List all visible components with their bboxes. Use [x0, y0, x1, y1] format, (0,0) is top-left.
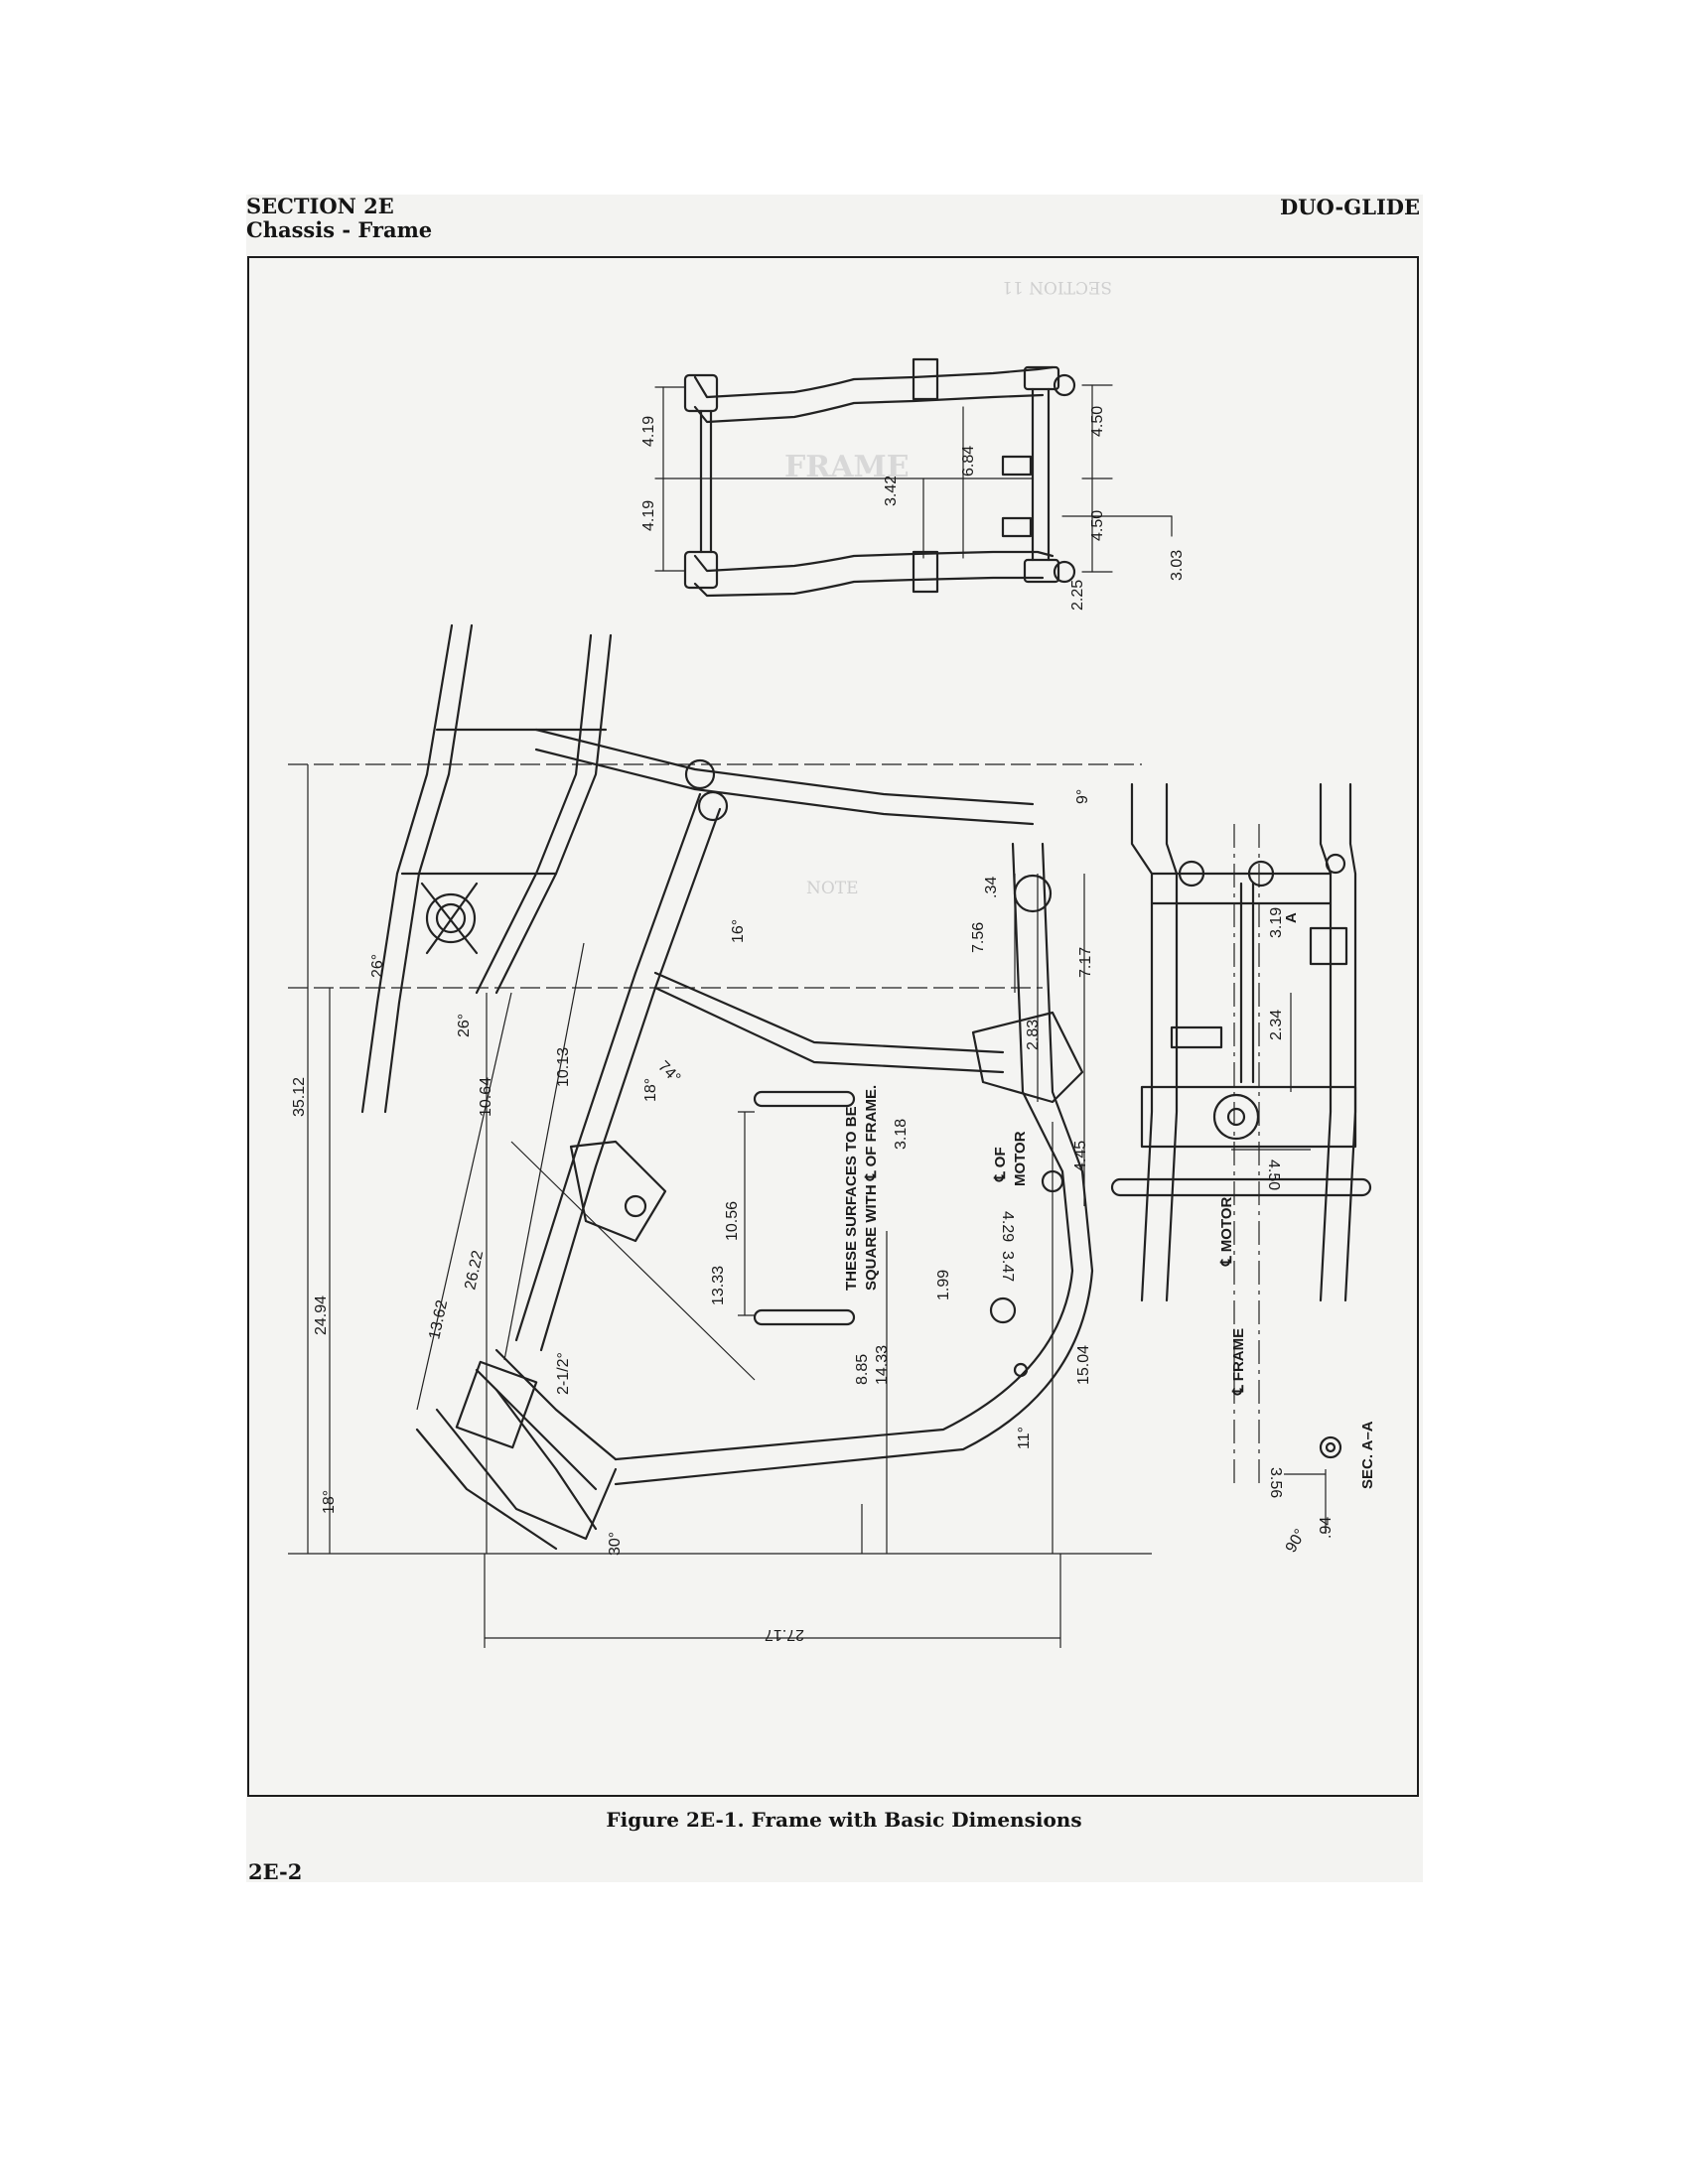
figure-border: [247, 256, 1419, 1797]
dim-4-50-side: 4.50: [1265, 1160, 1282, 1190]
dim-3-18: 3.18: [893, 1119, 910, 1150]
dim-10-64: 10.64: [478, 1077, 494, 1117]
dimension-lines: [288, 763, 1327, 1648]
angle-16: 16°: [730, 919, 747, 943]
section-a-a-label: SEC. A–A: [1359, 1421, 1376, 1489]
top-view: [683, 357, 1076, 598]
page-number: 2E-2: [248, 1859, 303, 1884]
dim-094: .94: [1318, 1517, 1335, 1539]
dim-4-19-b: 4.19: [640, 500, 657, 531]
dim-3-47: 3.47: [999, 1251, 1016, 1282]
dimension-labels: 4.19 4.19 6.84 3.42 4.50 4.50 3.03 2.25 …: [291, 406, 1376, 1643]
dim-15-04: 15.04: [1075, 1345, 1092, 1385]
section-marker-a: A: [1283, 912, 1300, 923]
dim-26-22: 26.22: [462, 1249, 487, 1292]
dim-14-33: 14.33: [874, 1345, 891, 1385]
ghost-section: SECTION 11: [1002, 277, 1112, 297]
dim-3-42: 3.42: [883, 476, 900, 506]
dim-35-12: 35.12: [291, 1077, 308, 1117]
dim-13-62: 13.62: [426, 1298, 451, 1341]
figure-caption: Figure 2E-1. Frame with Basic Dimensions: [606, 1808, 1082, 1832]
angle-11: 11°: [1016, 1427, 1033, 1449]
ghost-frame-title: FRAME: [784, 450, 910, 484]
motor-centerline-label-1: ℄ OF: [992, 1147, 1009, 1182]
dim-4-50-a: 4.50: [1089, 406, 1106, 437]
dim-3-19: 3.19: [1268, 907, 1285, 938]
dim-10-56: 10.56: [724, 1201, 741, 1241]
dim-8-85: 8.85: [854, 1354, 871, 1385]
bleed-through: FRAME SECTION 11 NOTE: [784, 277, 1112, 898]
frame-centerline: ℄ FRAME: [1230, 1328, 1247, 1396]
dim-4-50-b: 4.50: [1089, 510, 1106, 541]
dim-3-56: 3.56: [1267, 1467, 1284, 1498]
dim-4-29: 4.29: [999, 1211, 1016, 1242]
rear-view: [1110, 782, 1372, 1459]
motor-centerline-label-2: MOTOR: [1012, 1131, 1029, 1186]
angle-26-a: 26°: [369, 954, 386, 978]
dim-13-33: 13.33: [710, 1266, 727, 1305]
dim-2-34: 2.34: [1268, 1010, 1285, 1040]
angle-18-b: 18°: [642, 1078, 659, 1102]
dim-2-25: 2.25: [1069, 580, 1086, 611]
ghost-note: NOTE: [806, 879, 859, 898]
dim-7-17: 7.17: [1077, 947, 1094, 978]
dim-6-84: 6.84: [960, 446, 977, 477]
dim-3-03: 3.03: [1169, 550, 1186, 581]
dim-4-45: 4.45: [1072, 1141, 1089, 1171]
dim-2-83: 2.83: [1025, 1020, 1042, 1050]
dim-7-56: 7.56: [970, 922, 987, 953]
section-header: SECTION 2E Chassis - Frame: [246, 195, 432, 242]
angle-9: 9°: [1074, 789, 1091, 804]
dim-10-13: 10.13: [555, 1047, 572, 1087]
note-surfaces-line-2: SQUARE WITH ℄ OF FRAME.: [863, 1085, 880, 1291]
angle-30: 30°: [607, 1532, 624, 1556]
note-surfaces-line-1: THESE SURFACES TO BE: [843, 1106, 860, 1291]
dim-27-17: 27.17: [765, 1626, 804, 1643]
angle-26-b: 26°: [456, 1014, 473, 1037]
angle-90: 90°: [1283, 1527, 1310, 1556]
dim-034: .34: [983, 877, 1000, 898]
section-subtitle: Chassis - Frame: [246, 217, 433, 242]
section-title: SECTION 2E: [246, 194, 394, 218]
angle-18-a: 18°: [321, 1490, 338, 1514]
dim-4-19-a: 4.19: [640, 416, 657, 447]
dim-1-99: 1.99: [935, 1270, 952, 1300]
dim-24-94: 24.94: [313, 1296, 330, 1335]
motor-centerline: ℄ MOTOR: [1218, 1196, 1235, 1267]
angle-2-5: 2-1/2°: [555, 1352, 572, 1395]
manual-title: DUO-GLIDE: [1279, 195, 1420, 219]
